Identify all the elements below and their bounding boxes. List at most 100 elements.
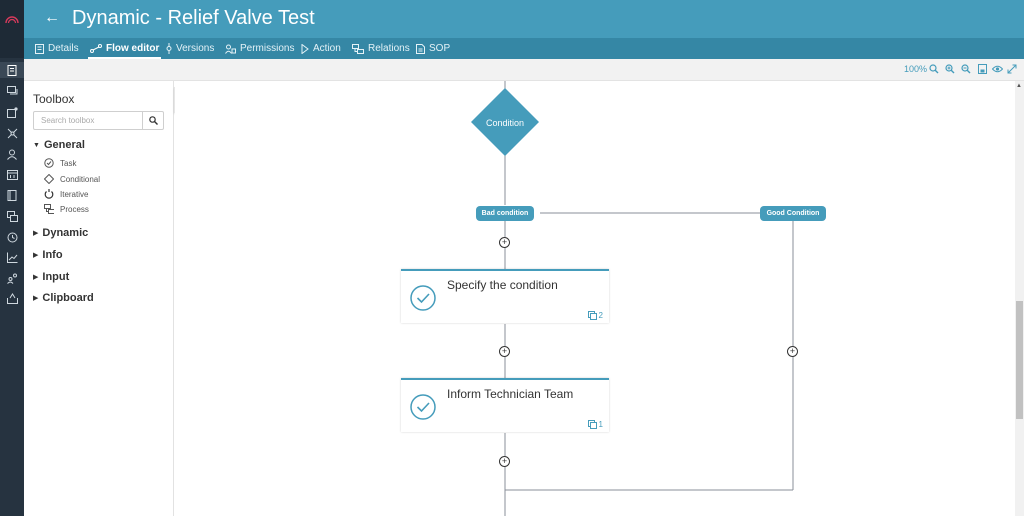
add-step-button[interactable]: + <box>499 237 510 248</box>
tab-bar: Details Flow editor Versions Permissions… <box>24 38 1024 59</box>
tab-permissions[interactable]: Permissions <box>225 38 294 59</box>
people-icon[interactable] <box>4 270 20 286</box>
task-card[interactable]: Specify the condition 2 <box>401 269 609 323</box>
zoom-out-icon[interactable] <box>960 63 972 75</box>
toolbox-item-label: Process <box>60 204 89 214</box>
save-icon[interactable] <box>976 63 988 75</box>
inbox-icon[interactable] <box>4 290 20 306</box>
tab-label: Permissions <box>240 43 295 54</box>
zoom-fit-icon[interactable] <box>928 63 940 75</box>
flow-canvas[interactable]: Condition Bad condition Good Condition +… <box>175 81 1015 516</box>
group-info[interactable]: ▶ Info <box>33 249 63 261</box>
condition-label: Condition <box>485 118 525 128</box>
group-label: Input <box>42 271 70 283</box>
arrow-left-icon[interactable]: ← <box>44 9 60 26</box>
tab-label: Flow editor <box>106 43 160 54</box>
search-input[interactable] <box>34 112 142 129</box>
vertical-scrollbar[interactable]: ▲ <box>1015 81 1024 516</box>
preview-icon[interactable] <box>991 63 1003 75</box>
caret-down-icon: ▼ <box>33 141 40 149</box>
page-title: Dynamic - Relief Valve Test <box>72 7 315 29</box>
group-label: Clipboard <box>42 292 94 304</box>
group-label: Info <box>42 249 63 261</box>
add-step-button[interactable]: + <box>499 456 510 467</box>
caret-right-icon: ▶ <box>33 295 39 302</box>
calendar-icon[interactable] <box>4 166 20 182</box>
tab-label: Versions <box>176 43 215 54</box>
subtask-count: 2 <box>587 311 603 320</box>
add-step-button[interactable]: + <box>787 346 798 357</box>
fullscreen-icon[interactable] <box>1006 63 1018 75</box>
tab-label: Relations <box>368 43 410 54</box>
conditional-icon <box>44 174 54 184</box>
copy-icon <box>587 311 597 320</box>
document-icon <box>35 43 44 54</box>
subtask-count: 1 <box>587 420 603 429</box>
version-icon <box>166 43 172 54</box>
iterative-icon <box>44 189 54 199</box>
flow-icon <box>90 44 102 53</box>
toolbox-panel: Toolbox ▼ General Task Conditional Itera… <box>24 81 174 516</box>
analytics-icon[interactable] <box>4 249 20 265</box>
left-navigation-rail <box>0 0 24 516</box>
condition-diamond[interactable] <box>471 88 539 156</box>
add-step-button[interactable]: + <box>499 346 510 357</box>
play-icon <box>301 43 309 54</box>
tab-label: SOP <box>429 43 451 54</box>
tab-flow-editor[interactable]: Flow editor <box>87 38 162 59</box>
caret-right-icon: ▶ <box>33 230 39 237</box>
network-icon[interactable] <box>4 125 20 141</box>
check-circle-icon <box>410 394 436 420</box>
zoom-level: 100% <box>904 64 928 74</box>
tab-versions[interactable]: Versions <box>166 38 214 59</box>
task-card[interactable]: Inform Technician Team 1 <box>401 378 609 432</box>
tab-relations[interactable]: Relations <box>352 38 410 59</box>
branch-good-condition[interactable]: Good Condition <box>760 206 826 221</box>
chat-icon[interactable] <box>4 83 20 99</box>
group-dynamic[interactable]: ▶ Dynamic <box>33 227 88 239</box>
group-label: General <box>43 139 85 151</box>
tab-label: Action <box>313 43 341 54</box>
scrollbar-thumb[interactable] <box>1016 301 1023 419</box>
toolbox-title: Toolbox <box>33 92 75 106</box>
toolbox-item-iterative[interactable]: Iterative <box>44 189 88 199</box>
task-icon <box>44 158 54 168</box>
tab-action[interactable]: Action <box>301 38 341 59</box>
branch-bad-condition[interactable]: Bad condition <box>476 206 534 221</box>
tasks-icon[interactable] <box>4 104 20 120</box>
book-icon[interactable] <box>4 187 20 203</box>
toolbox-item-label: Iterative <box>60 189 89 199</box>
subtask-count-value: 1 <box>598 420 603 429</box>
toolbox-item-conditional[interactable]: Conditional <box>44 174 100 184</box>
task-title: Inform Technician Team <box>447 387 574 401</box>
relations-icon <box>352 43 364 54</box>
toolbox-item-label: Conditional <box>60 174 101 184</box>
process-icon <box>44 204 54 214</box>
search-box <box>33 111 164 130</box>
caret-right-icon: ▶ <box>33 274 39 281</box>
processes-icon[interactable] <box>0 62 24 78</box>
search-icon[interactable] <box>142 112 163 129</box>
toolbox-item-task[interactable]: Task <box>44 158 76 168</box>
group-input[interactable]: ▶ Input <box>33 271 69 283</box>
copy-icon <box>587 420 597 429</box>
user-icon[interactable] <box>4 146 20 162</box>
app-logo[interactable] <box>0 0 24 58</box>
toolbox-item-process[interactable]: Process <box>44 204 89 214</box>
group-clipboard[interactable]: ▶ Clipboard <box>33 292 94 304</box>
tab-sop[interactable]: SOP <box>416 38 450 59</box>
zoom-in-icon[interactable] <box>944 63 956 75</box>
page-header: ← Dynamic - Relief Valve Test <box>24 0 1024 38</box>
tab-details[interactable]: Details <box>35 38 79 59</box>
group-general[interactable]: ▼ General <box>33 139 85 151</box>
gallery-icon[interactable] <box>4 208 20 224</box>
subtask-count-value: 2 <box>598 311 603 320</box>
task-title: Specify the condition <box>447 278 558 292</box>
scroll-up-icon[interactable]: ▲ <box>1016 83 1022 89</box>
tab-label: Details <box>48 43 79 54</box>
check-circle-icon <box>410 285 436 311</box>
caret-right-icon: ▶ <box>33 252 39 259</box>
history-icon[interactable] <box>4 229 20 245</box>
group-label: Dynamic <box>42 227 89 239</box>
